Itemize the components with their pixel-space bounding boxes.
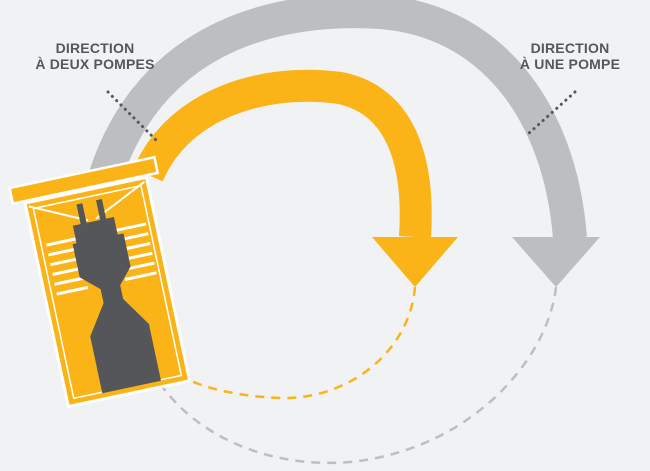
operator-cab [72,216,161,394]
two-pump-steering-label: DIRECTION À DEUX POMPES [22,40,168,72]
machine-blade [8,155,160,206]
two-pump-dashed-path [179,286,417,400]
one-pump-leader-line [526,90,577,136]
two-pump-leader-line [106,90,158,142]
two-pump-label-line1: DIRECTION [55,40,135,56]
one-pump-steering-label: DIRECTION À UNE POMPE [510,40,630,72]
one-pump-label-line1: DIRECTION [530,40,610,56]
one-pump-arrowhead [512,237,600,287]
two-pump-arrowhead [372,237,458,287]
machine-top-view [8,155,192,409]
one-pump-label-line2: À UNE POMPE [519,56,621,72]
one-pump-dashed-path [153,286,558,465]
one-pump-turn-arc [83,0,587,240]
two-pump-label-line2: À DEUX POMPES [35,56,155,72]
left-track [45,237,89,296]
two-pump-turn-arc [133,69,432,239]
